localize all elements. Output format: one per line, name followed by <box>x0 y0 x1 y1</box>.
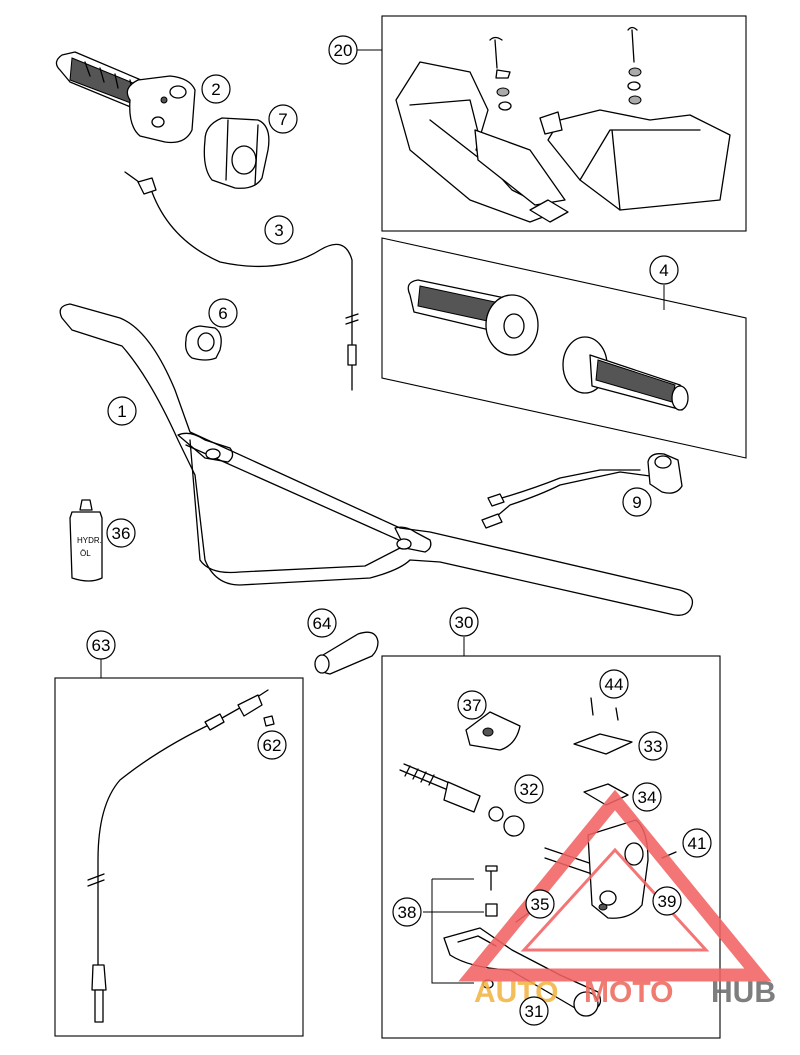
brake-master-cylinder <box>399 697 677 1017</box>
callout-circle <box>307 608 337 638</box>
throttle-grip <box>55 51 196 144</box>
callout-label: 31 <box>525 1002 544 1021</box>
callout-35: 35 <box>525 889 555 919</box>
callout-label: 20 <box>334 41 353 60</box>
callout-62: 62 <box>257 730 287 760</box>
callout-label: 64 <box>313 614 332 633</box>
callout-circle <box>328 35 358 65</box>
callout-label: 34 <box>638 788 657 807</box>
callout-label: 38 <box>398 903 417 922</box>
callout-3: 3 <box>264 215 294 245</box>
grip-set <box>407 279 689 411</box>
handlebar <box>59 303 694 616</box>
callout-label: 4 <box>659 261 668 280</box>
callout-circle <box>514 774 544 804</box>
callout-circle <box>106 518 136 548</box>
grip-ring <box>184 325 222 361</box>
callout-63: 63 <box>86 630 116 660</box>
callout-circle <box>107 396 137 426</box>
callout-circle <box>201 74 231 104</box>
throttle-cable <box>124 171 359 391</box>
callout-label: 7 <box>278 110 287 129</box>
bottle-label-line1: HYDR. <box>77 536 102 545</box>
throttle-cover <box>203 117 270 189</box>
callout-30: 30 <box>449 607 479 637</box>
callout-circle <box>649 255 679 285</box>
callout-label: 63 <box>92 636 111 655</box>
callout-circle <box>457 690 487 720</box>
callout-label: 37 <box>463 696 482 715</box>
grip-set-box <box>381 237 747 459</box>
callout-33: 33 <box>638 731 668 761</box>
callout-circle <box>519 996 549 1026</box>
callout-label: 36 <box>112 524 131 543</box>
callout-41: 41 <box>682 828 712 858</box>
callout-label: 30 <box>455 613 474 632</box>
leader-lines <box>100 49 665 984</box>
callout-circle <box>632 782 662 812</box>
callout-64: 64 <box>307 608 337 638</box>
callout-31: 31 <box>519 996 549 1026</box>
watermark-word-hub: HUB <box>711 976 776 1009</box>
kill-switch <box>481 453 683 529</box>
callout-36: 36 <box>106 518 136 548</box>
callout-20: 20 <box>328 35 358 65</box>
bottle-label-line2: ÖL <box>80 549 91 558</box>
callout-label: 1 <box>117 402 126 421</box>
clutch-cable <box>87 689 275 1023</box>
callout-32: 32 <box>514 774 544 804</box>
callout-label: 35 <box>531 895 550 914</box>
watermark-triangle <box>458 789 772 982</box>
callout-9: 9 <box>622 487 652 517</box>
callout-7: 7 <box>268 104 298 134</box>
callout-circle <box>208 298 238 328</box>
callout-circle <box>622 487 652 517</box>
cable-boot <box>314 631 379 675</box>
callout-label: 33 <box>644 737 663 756</box>
callout-label: 6 <box>218 304 227 323</box>
callout-4: 4 <box>649 255 679 285</box>
callout-circle <box>257 730 287 760</box>
callout-circle <box>525 889 555 919</box>
callout-circle <box>599 669 629 699</box>
hydraulic-oil-bottle: HYDR. ÖL <box>69 499 103 582</box>
callout-1: 1 <box>107 396 137 426</box>
callout-label: 41 <box>688 834 707 853</box>
callout-circle <box>268 104 298 134</box>
callout-44: 44 <box>599 669 629 699</box>
callout-circle <box>392 897 422 927</box>
callout-label: 62 <box>263 736 282 755</box>
callout-label: 3 <box>274 221 283 240</box>
callout-label: 44 <box>605 675 624 694</box>
callout-37: 37 <box>457 690 487 720</box>
callout-2: 2 <box>201 74 231 104</box>
callout-circle <box>449 607 479 637</box>
callout-label: 32 <box>520 780 539 799</box>
callout-6: 6 <box>208 298 238 328</box>
callout-circle <box>86 630 116 660</box>
callout-circle <box>264 215 294 245</box>
brake-assembly-box <box>381 655 721 1039</box>
clutch-cable-box <box>54 677 304 1037</box>
handguard-set <box>395 26 731 223</box>
callout-label: 39 <box>658 892 677 911</box>
callout-label: 2 <box>211 80 220 99</box>
callout-39: 39 <box>652 886 682 916</box>
callout-circle <box>638 731 668 761</box>
callout-38: 38 <box>392 897 422 927</box>
callout-circle <box>652 886 682 916</box>
callout-34: 34 <box>632 782 662 812</box>
handguard-set-box <box>381 15 747 232</box>
callout-label: 9 <box>632 493 641 512</box>
watermark-word-moto: MOTO <box>584 976 673 1009</box>
callout-circle <box>682 828 712 858</box>
